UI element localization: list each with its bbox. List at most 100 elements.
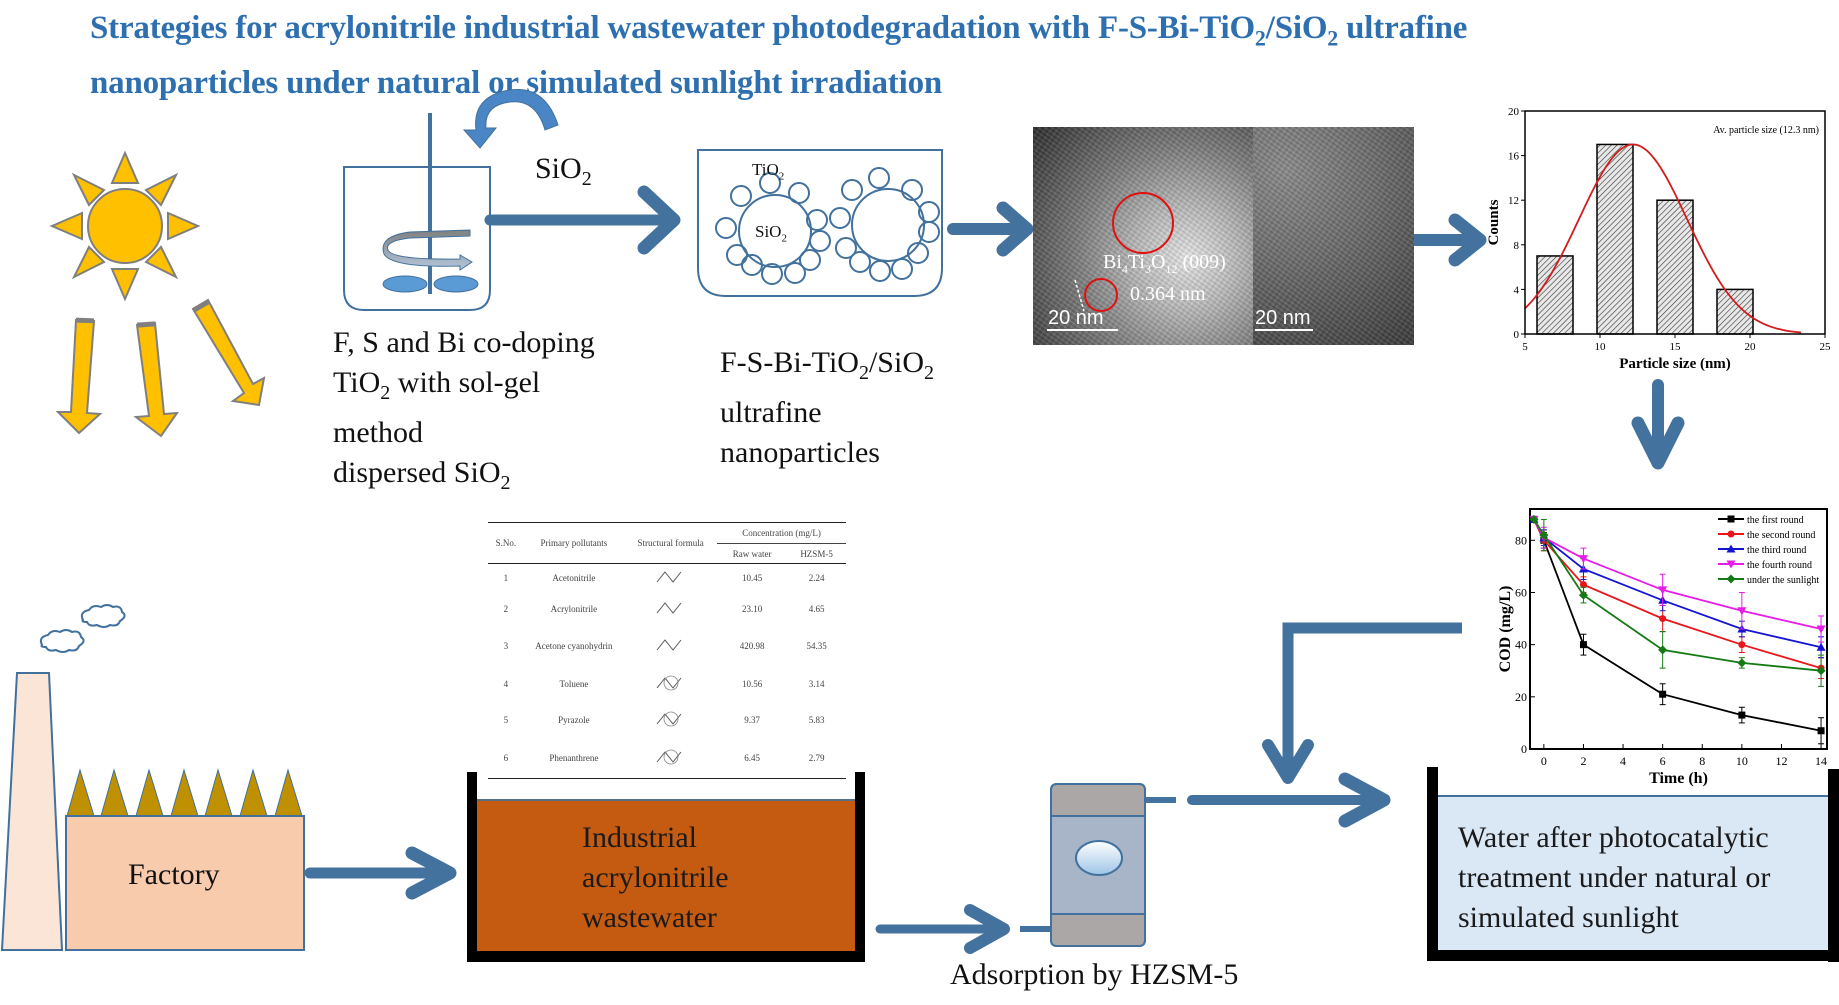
ray-arrow-icon — [191, 298, 266, 407]
sio2-core-label: SiO2 — [755, 222, 787, 245]
arrow-right-icon — [875, 904, 1050, 954]
x-tick-label: 10 — [1595, 341, 1607, 353]
sio2-label: SiO2 — [535, 152, 592, 190]
data-point — [1726, 544, 1736, 553]
tem-image-right: 20 nm — [1253, 127, 1414, 345]
col-header-raw-water: Raw water — [732, 548, 772, 559]
col-header-sno: S.No. — [495, 538, 517, 548]
data-point — [1578, 590, 1588, 600]
data-point — [1817, 727, 1825, 735]
legend-label: the third round — [1747, 545, 1806, 556]
data-point — [1816, 642, 1826, 651]
data-point — [1738, 641, 1746, 649]
x-tick-label: 10 — [1736, 754, 1748, 768]
structure-formula — [624, 738, 717, 778]
y-tick-label: 0 — [1514, 329, 1520, 341]
data-point — [1726, 574, 1736, 584]
raw-water-value: 420.98 — [739, 641, 765, 651]
nanoparticle-caption: F-S-Bi-TiO2/SiO2 ultrafine nanoparticles — [720, 346, 934, 469]
raw-water-value: 10.56 — [742, 679, 763, 689]
x-tick-label: 2 — [1580, 754, 1586, 768]
molecule-structure-icon — [656, 749, 681, 765]
sno: 1 — [503, 573, 509, 583]
x-axis-label: Time (h) — [1649, 770, 1708, 787]
sno: 3 — [503, 641, 509, 651]
legend-label: the second round — [1747, 530, 1815, 541]
title-line-1: Strategies for acrylonitrile industrial … — [90, 10, 1468, 51]
legend-label: the first round — [1747, 515, 1804, 526]
data-point — [1658, 586, 1668, 595]
col-header-formula: Structural formula — [637, 538, 704, 548]
hzsm5-value: 2.24 — [808, 573, 825, 583]
arrow-right-icon — [304, 846, 457, 900]
x-tick-label: 0 — [1541, 754, 1547, 768]
phase-label: Bi4Ti3O12 (009) — [1103, 251, 1226, 276]
data-point — [1659, 690, 1667, 698]
pollutant-name: Phenanthrene — [549, 752, 599, 763]
molecule-structure-icon — [656, 639, 681, 651]
data-point — [1539, 530, 1549, 540]
data-point — [1727, 530, 1735, 538]
x-tick-label: 15 — [1670, 341, 1682, 353]
pollutant-name: Pyrazole — [558, 715, 590, 725]
legend-label: under the sunlight — [1747, 575, 1819, 586]
data-point — [1579, 641, 1587, 649]
data-point — [1816, 625, 1826, 634]
ray-arrow-icon — [55, 318, 103, 435]
lattice-line — [1074, 279, 1085, 312]
x-tick-label: 20 — [1745, 341, 1757, 353]
data-point — [1579, 581, 1587, 589]
hzsm5-value: 4.65 — [808, 604, 825, 614]
raw-water-value: 23.10 — [742, 604, 763, 614]
synthesis-caption: F, S and Bi co-doping TiO2 with sol-gel … — [333, 326, 595, 494]
sno: 2 — [503, 604, 509, 614]
sno: 5 — [503, 715, 509, 725]
x-tick-label: 6 — [1660, 754, 1666, 768]
curved-arrow-icon — [462, 88, 559, 149]
treated-water-label: Water after photocatalytic treatment und… — [1458, 821, 1771, 934]
pollutant-name: Acetone cyanohydrin — [535, 641, 613, 651]
data-point — [1816, 666, 1826, 676]
average-size-annotation: Av. particle size (12.3 nm) — [1713, 125, 1819, 136]
data-point — [1727, 515, 1735, 523]
y-tick-label: 8 — [1514, 240, 1520, 252]
gaussian-fit-curve — [1524, 143, 1802, 334]
x-tick-label: 5 — [1522, 341, 1528, 353]
col-header-concentration: Concentration (mg/L) — [717, 522, 846, 544]
structure-formula — [624, 666, 717, 702]
adsorption-label: Adsorption by HZSM-5 — [950, 958, 1239, 991]
legend-label: the fourth round — [1747, 560, 1812, 571]
arrow-l-shaped-icon — [1262, 622, 1462, 784]
structure-formula — [624, 592, 717, 626]
data-point — [1529, 514, 1539, 524]
structure-formula — [624, 702, 717, 738]
series-line — [1533, 518, 1822, 672]
pollutant-name: Toluene — [559, 679, 589, 689]
series-4 — [1529, 514, 1826, 687]
smoke-cloud-icon — [39, 604, 126, 653]
factory-label: Factory — [128, 858, 220, 891]
scale-bar-label: 20 nm — [1048, 307, 1104, 329]
y-tick-label: 60 — [1515, 585, 1527, 599]
tio2-label: TiO2 — [752, 160, 785, 183]
factory-icon — [0, 672, 305, 951]
nanoparticle-box — [697, 149, 943, 297]
sno: 4 — [503, 679, 509, 689]
highlight-circle — [1112, 192, 1174, 254]
highlight-circle — [1084, 278, 1118, 312]
ray-arrow-icon — [133, 321, 180, 438]
page-title: Strategies for acrylonitrile industrial … — [90, 6, 1467, 105]
wastewater-label: Industrial acrylonitrile wastewater — [582, 821, 729, 934]
pollutant-name: Acetonitrile — [552, 573, 596, 583]
adsorption-column-icon — [1050, 783, 1146, 947]
y-axis-label: COD (mg/L) — [1497, 586, 1514, 673]
wastewater-tank — [467, 772, 865, 962]
histogram-bar — [1536, 255, 1574, 335]
histogram-bar — [1656, 199, 1694, 335]
data-point — [1738, 711, 1746, 719]
